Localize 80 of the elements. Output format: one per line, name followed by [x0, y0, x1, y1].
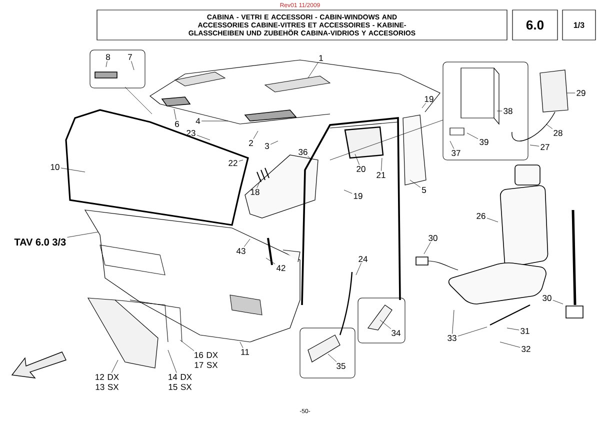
leader-line: [240, 342, 244, 348]
callout-number: 7: [128, 54, 132, 60]
leader-line: [270, 140, 278, 145]
callout-number: 4: [196, 118, 200, 124]
leader-line: [466, 132, 478, 140]
leader-line: [308, 156, 312, 160]
callout-number: 36: [298, 149, 308, 155]
callout-number: 8: [106, 54, 110, 60]
leader-line: [131, 60, 134, 70]
leader-line: [60, 168, 86, 172]
callout-number: 33: [448, 335, 456, 341]
callout-number: 22: [228, 160, 238, 166]
leader-line: [486, 218, 498, 222]
leader-line: [67, 232, 98, 238]
callout-number: 12 DX 13 SX: [96, 374, 119, 390]
callout-number: 27: [540, 144, 550, 150]
callout-number: 30: [428, 235, 438, 241]
leader-line: [356, 262, 362, 276]
callout-number: 6: [175, 121, 179, 127]
leader-line: [530, 144, 540, 146]
leader-line: [458, 326, 488, 336]
leader-line: [424, 242, 431, 254]
leader-line: [422, 103, 426, 108]
callout-number: 32: [522, 346, 530, 352]
leader-line: [452, 310, 454, 334]
callout-number: 5: [422, 187, 426, 193]
callout-number: 34: [392, 330, 400, 336]
section-number-box: 6.0: [512, 10, 558, 40]
leader-line: [244, 238, 250, 247]
leader-line: [168, 350, 177, 374]
reference-label: TAV 6.0 3/3: [14, 238, 66, 246]
leader-line: [496, 110, 502, 112]
callout-number: 31: [520, 328, 530, 334]
leader-line: [410, 180, 421, 188]
leader-line: [174, 108, 176, 120]
leader-line: [328, 354, 337, 362]
callout-number: 21: [376, 172, 386, 178]
callout-number: 38: [504, 108, 512, 114]
callout-number: 19: [424, 96, 434, 102]
leader-line: [238, 160, 244, 162]
leader-line: [506, 328, 520, 330]
callout-number: 10: [50, 164, 60, 170]
callout-number: 24: [358, 256, 368, 262]
leader-line: [546, 124, 553, 129]
leader-line: [308, 62, 319, 78]
callout-number: 14 DX 15 SX: [168, 374, 192, 390]
callout-number: 11: [241, 349, 249, 355]
callout-number: 37: [452, 150, 460, 156]
leader-line: [201, 120, 228, 122]
callout-number: 30: [542, 295, 552, 301]
callout-number: 42: [276, 265, 286, 271]
leader-line: [354, 154, 360, 165]
callout-number: 3: [264, 143, 269, 149]
leader-line: [256, 178, 262, 188]
leader-line: [552, 300, 564, 304]
leader-line: [566, 92, 576, 94]
callout-number: 39: [480, 139, 488, 145]
callout-number: 28: [554, 130, 562, 136]
leader-line: [450, 140, 454, 149]
callout-number: 43: [236, 248, 246, 254]
callout-number: 19: [354, 193, 362, 199]
callout-number: 29: [576, 90, 586, 96]
callout-number: 26: [476, 213, 486, 219]
leader-line: [344, 190, 352, 194]
leader-line: [500, 342, 520, 348]
callout-number: 35: [336, 363, 346, 369]
leader-line: [196, 134, 210, 140]
callout-number: 16 DX 17 SX: [194, 352, 218, 368]
leader-line: [106, 61, 108, 68]
leader-line: [111, 360, 118, 373]
leader-line: [380, 320, 392, 329]
leader-line: [180, 340, 194, 351]
page-number-box: 1/3: [562, 10, 596, 40]
leader-line: [266, 258, 276, 264]
callout-number: 1: [319, 55, 323, 61]
callout-number: 18: [250, 189, 260, 195]
leader-line: [381, 158, 382, 172]
leader-line: [253, 130, 258, 140]
callout-number: 2: [249, 140, 253, 146]
callout-number: 20: [356, 166, 366, 172]
